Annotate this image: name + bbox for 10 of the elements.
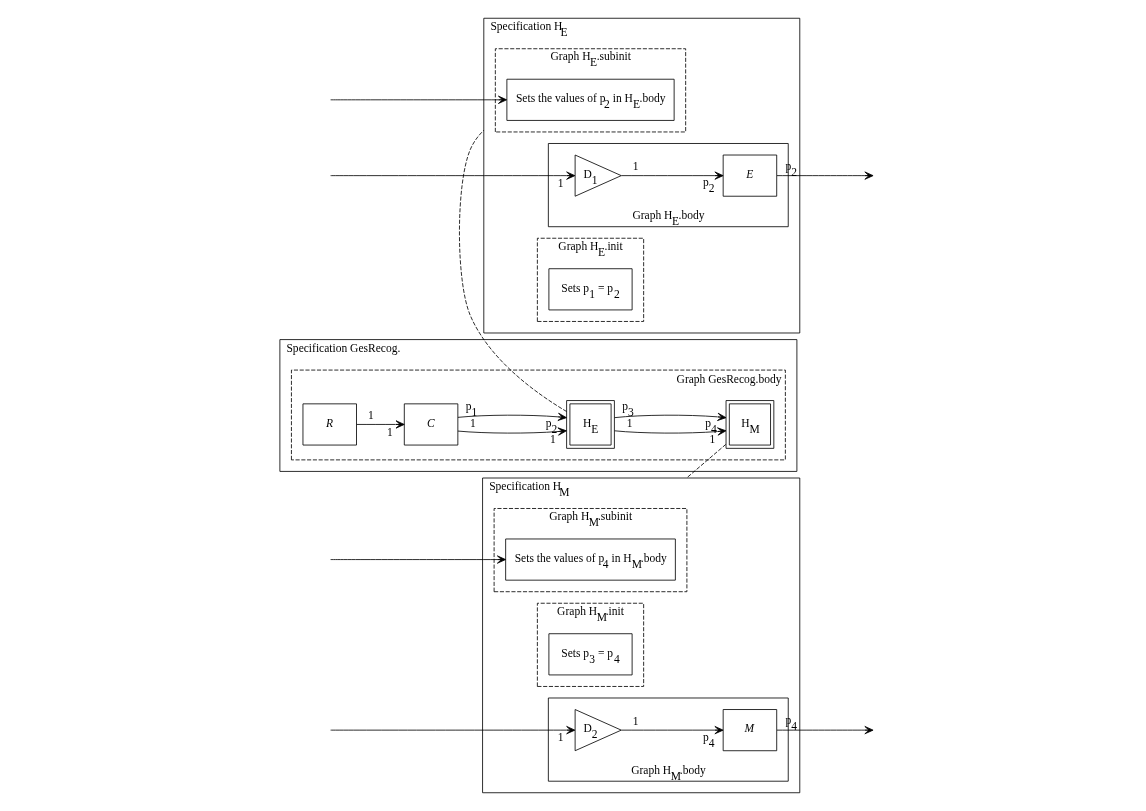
label: 1 [632,160,639,173]
label: 1 [557,176,563,189]
label: 1 [557,731,563,744]
label: 1 [709,433,715,446]
label: 1 [549,433,556,446]
label: 1 [626,416,632,429]
label: 1 [632,714,639,727]
label: 1 [386,425,393,438]
label: 1 [367,409,374,422]
label: 1 [469,417,476,430]
